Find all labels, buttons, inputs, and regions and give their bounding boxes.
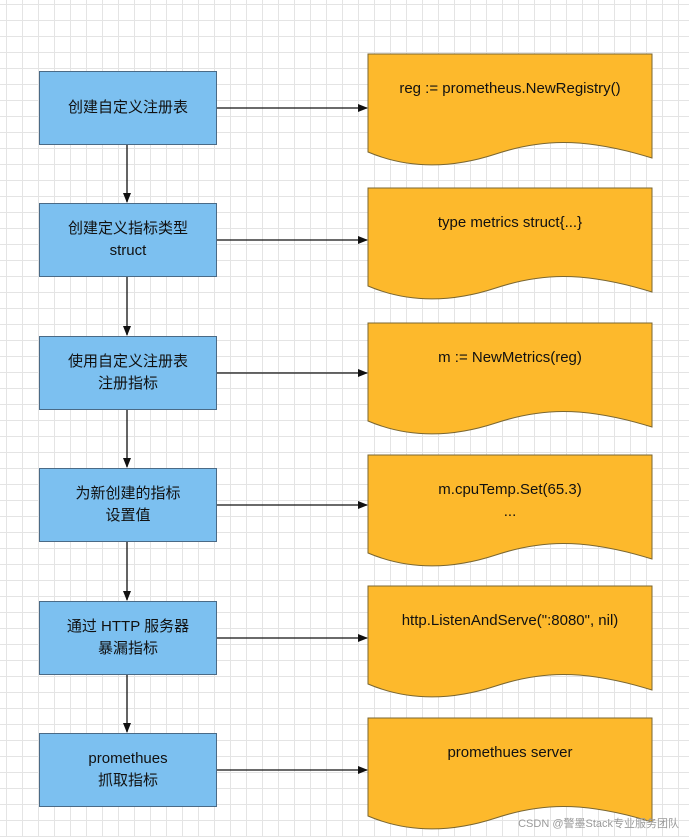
process-step-label: 使用自定义注册表 注册指标 <box>67 353 188 392</box>
code-block-text: m.cpuTemp.Set(65.3) ... <box>438 481 582 520</box>
code-block-text: http.ListenAndServe(":8080", nil) <box>401 612 619 629</box>
code-block-shape <box>367 585 653 698</box>
process-step: 使用自定义注册表 注册指标 <box>39 336 217 410</box>
watermark: CSDN @警墨Stack专业服务团队 <box>518 818 679 830</box>
process-step-label: 创建自定义注册表 <box>67 99 188 116</box>
process-step-label: 通过 HTTP 服务器 暴漏指标 <box>66 618 190 657</box>
code-block-text: reg := prometheus.NewRegistry() <box>399 80 621 97</box>
process-step-label: promethues 抓取指标 <box>88 750 168 789</box>
process-step-label: 为新创建的指标 设置值 <box>75 485 181 524</box>
code-block: type metrics struct{...} <box>368 188 652 298</box>
process-step: promethues 抓取指标 <box>39 733 217 807</box>
code-block-shape <box>367 322 653 435</box>
code-block: http.ListenAndServe(":8080", nil) <box>368 586 652 696</box>
code-block-shape <box>367 454 653 567</box>
code-block-shape <box>367 717 653 830</box>
process-step: 创建自定义注册表 <box>39 71 217 145</box>
process-step: 通过 HTTP 服务器 暴漏指标 <box>39 601 217 675</box>
process-step: 为新创建的指标 设置值 <box>39 468 217 542</box>
code-block: m := NewMetrics(reg) <box>368 323 652 433</box>
process-step-label: 创建定义指标类型 struct <box>67 220 188 259</box>
code-block-text: type metrics struct{...} <box>437 214 583 231</box>
code-block: m.cpuTemp.Set(65.3) ... <box>368 455 652 565</box>
code-block-text: promethues server <box>447 744 573 761</box>
code-block-shape <box>367 187 653 300</box>
code-block: promethues server <box>368 718 652 828</box>
process-step: 创建定义指标类型 struct <box>39 203 217 277</box>
code-block-text: m := NewMetrics(reg) <box>438 349 582 366</box>
code-block: reg := prometheus.NewRegistry() <box>368 54 652 164</box>
code-block-shape <box>367 53 653 166</box>
